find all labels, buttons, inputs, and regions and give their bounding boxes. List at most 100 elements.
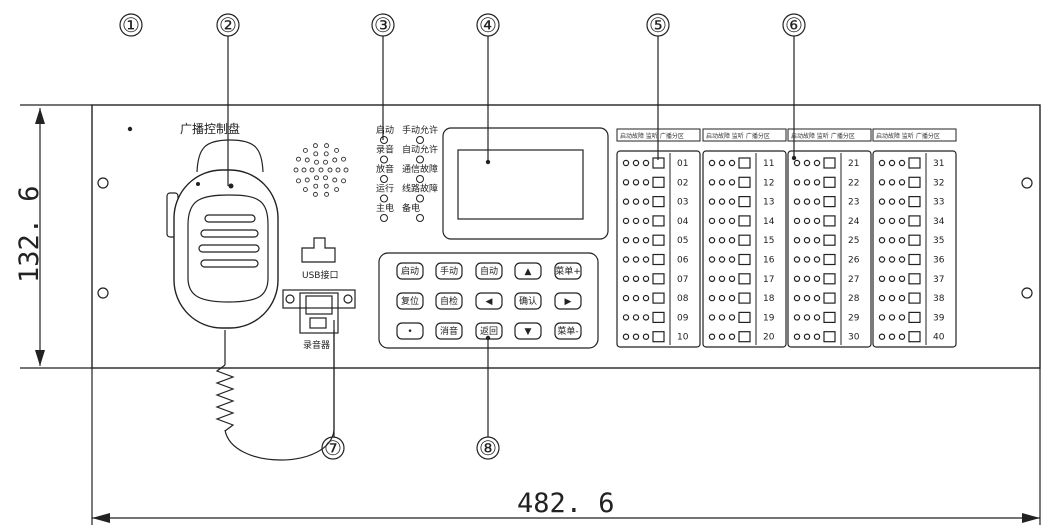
keypad-button[interactable]: 启动 — [396, 262, 424, 280]
zone-key[interactable] — [823, 234, 836, 246]
zone-key[interactable] — [908, 196, 921, 208]
keypad-button[interactable]: 手动 — [435, 262, 463, 280]
keypad-button[interactable]: ▶ — [554, 292, 582, 310]
zone-number: 31 — [933, 159, 944, 169]
zone-row[interactable]: 22 — [793, 176, 859, 188]
zone-key[interactable] — [738, 157, 751, 169]
keypad-button[interactable]: 复位 — [396, 292, 424, 310]
keypad-button[interactable]: ▼ — [514, 322, 542, 340]
zone-row[interactable]: 17 — [708, 273, 774, 285]
zone-row[interactable]: 15 — [708, 234, 774, 246]
keypad-button[interactable]: 菜单- — [554, 322, 582, 340]
zone-key[interactable] — [823, 292, 836, 304]
zone-key[interactable] — [823, 253, 836, 266]
zone-row[interactable]: 29 — [793, 311, 860, 323]
zone-row[interactable]: 18 — [708, 292, 775, 304]
zone-row[interactable]: 19 — [708, 311, 775, 323]
zone-row[interactable]: 33 — [878, 196, 944, 208]
keypad-button[interactable]: ▲ — [514, 262, 542, 280]
zone-row[interactable]: 30 — [793, 331, 860, 343]
zone-row[interactable]: 26 — [793, 253, 860, 266]
zone-row[interactable]: 23 — [793, 196, 859, 208]
keypad-button[interactable]: 自检 — [435, 292, 463, 310]
zone-key[interactable] — [738, 215, 751, 227]
zone-key[interactable] — [738, 292, 751, 304]
zone-row[interactable]: 37 — [878, 273, 944, 285]
keypad-button[interactable]: 菜单+ — [554, 262, 582, 280]
keypad-button[interactable]: 确认 — [514, 292, 542, 310]
zone-key[interactable] — [908, 311, 921, 323]
zone-key[interactable] — [908, 292, 921, 304]
zone-row[interactable]: 20 — [708, 331, 775, 343]
zone-key[interactable] — [738, 311, 751, 323]
zone-row[interactable]: 35 — [878, 234, 944, 246]
zone-key[interactable] — [652, 215, 665, 227]
zone-number: 26 — [848, 256, 860, 266]
zone-key[interactable] — [908, 331, 921, 343]
zone-key[interactable] — [652, 176, 665, 188]
keypad-button[interactable]: 自动 — [475, 262, 503, 280]
zone-row[interactable]: 36 — [878, 253, 945, 266]
zone-key[interactable] — [652, 331, 665, 343]
zone-row[interactable]: 08 — [622, 292, 689, 304]
zone-header-label: 启动故障 监听 广播分区 — [620, 132, 684, 140]
zone-key[interactable] — [908, 215, 921, 227]
zone-row[interactable]: 40 — [878, 331, 945, 343]
zone-key[interactable] — [652, 234, 665, 246]
zone-row[interactable]: 01 — [622, 157, 688, 169]
zone-key[interactable] — [652, 311, 665, 323]
zone-key[interactable] — [908, 234, 921, 246]
zone-key[interactable] — [908, 176, 921, 188]
zone-key[interactable] — [823, 331, 836, 343]
keypad-button[interactable]: 消音 — [435, 322, 463, 340]
zone-key[interactable] — [738, 196, 751, 208]
zone-row[interactable]: 25 — [793, 234, 859, 246]
zone-row[interactable]: 24 — [793, 215, 860, 227]
zone-row[interactable]: 11 — [708, 157, 774, 169]
zone-number: 36 — [933, 256, 945, 266]
zone-key[interactable] — [738, 176, 751, 188]
zone-row[interactable]: 39 — [878, 311, 945, 323]
zone-key[interactable] — [908, 253, 921, 266]
zone-key[interactable] — [823, 215, 836, 227]
zone-key[interactable] — [823, 176, 836, 188]
zone-row[interactable]: 21 — [793, 157, 859, 169]
zone-row[interactable]: 10 — [622, 331, 689, 343]
zone-key[interactable] — [738, 273, 751, 285]
zone-row[interactable]: 05 — [622, 234, 688, 246]
zone-key[interactable] — [823, 157, 836, 169]
grille-hole — [302, 187, 308, 192]
keypad-button[interactable]: ◀ — [475, 292, 503, 310]
zone-row[interactable]: 28 — [793, 292, 860, 304]
zone-row[interactable]: 09 — [622, 311, 689, 323]
zone-row[interactable]: 07 — [622, 273, 688, 285]
width-dimension: 482. 6 — [91, 368, 1041, 525]
zone-key[interactable] — [652, 273, 665, 285]
zone-row[interactable]: 02 — [622, 176, 688, 188]
zone-number: 21 — [848, 159, 859, 169]
zone-key[interactable] — [738, 253, 751, 266]
zone-key[interactable] — [652, 253, 665, 266]
zone-key[interactable] — [823, 311, 836, 323]
zone-row[interactable]: 27 — [793, 273, 859, 285]
zone-key[interactable] — [823, 196, 836, 208]
zone-row[interactable]: 12 — [708, 176, 774, 188]
zone-key[interactable] — [652, 196, 665, 208]
zone-key[interactable] — [908, 273, 921, 285]
zone-row[interactable]: 06 — [622, 253, 689, 266]
zone-row[interactable]: 03 — [622, 196, 688, 208]
zone-key[interactable] — [823, 273, 836, 285]
zone-row[interactable]: 34 — [878, 215, 945, 227]
zone-row[interactable]: 14 — [708, 215, 775, 227]
zone-key[interactable] — [738, 234, 751, 246]
zone-row[interactable]: 31 — [878, 157, 944, 169]
zone-key[interactable] — [908, 157, 921, 169]
zone-row[interactable]: 04 — [622, 215, 689, 227]
zone-key[interactable] — [738, 331, 751, 343]
zone-key[interactable] — [652, 292, 665, 304]
zone-row[interactable]: 38 — [878, 292, 945, 304]
zone-row[interactable]: 16 — [708, 253, 775, 266]
zone-row[interactable]: 13 — [708, 196, 774, 208]
keypad-button[interactable]: • — [396, 322, 424, 340]
zone-row[interactable]: 32 — [878, 176, 944, 188]
